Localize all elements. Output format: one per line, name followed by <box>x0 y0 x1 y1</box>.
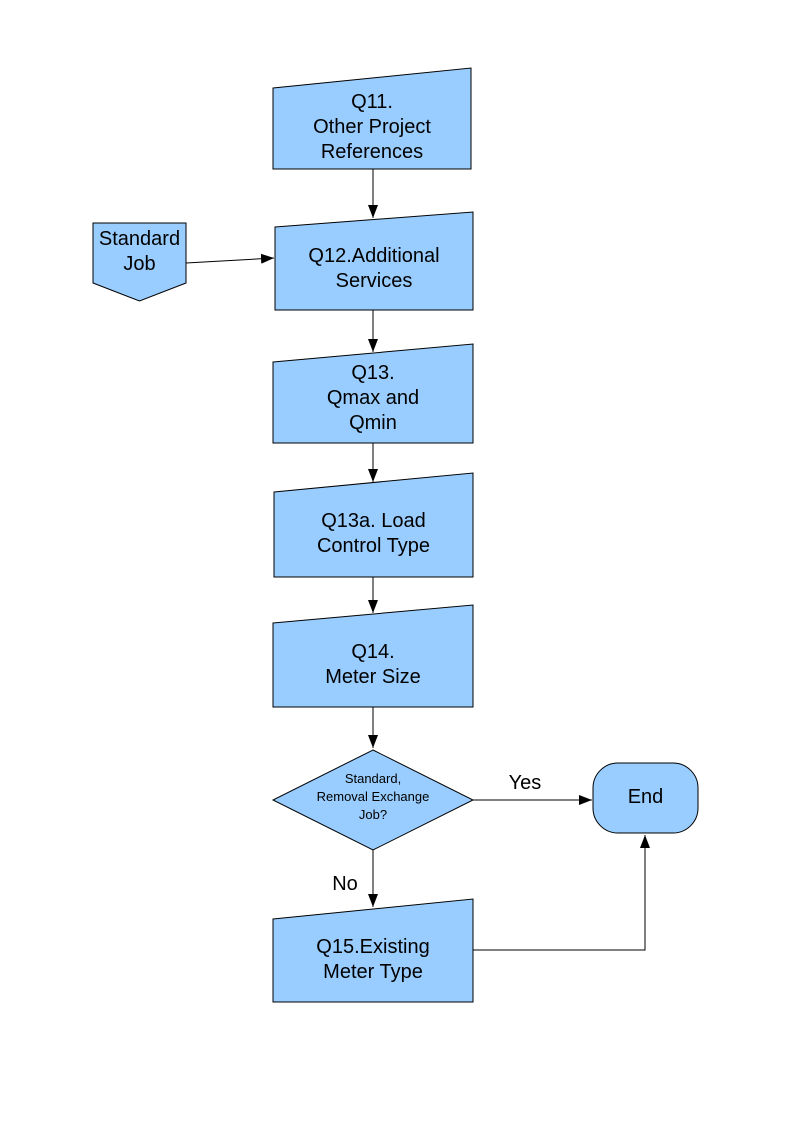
edge-q15-to-end <box>473 835 650 951</box>
q13a-node-shape <box>273 472 474 578</box>
q13-node-shape <box>272 343 474 444</box>
q15-label: Q15.Existing Meter Type <box>316 936 430 983</box>
decision-node-shape <box>271 749 475 851</box>
q15-node-shape <box>272 898 474 1003</box>
edge-standardjob-to-q12 <box>185 253 275 264</box>
standard-job-node-shape <box>92 222 187 302</box>
q11-label: Q11. Other Project References <box>313 91 431 163</box>
q14-node-shape <box>272 604 474 708</box>
yes-edge-label: Yes <box>508 772 542 794</box>
q14-label: Q14. Meter Size <box>325 641 421 688</box>
no-edge-label: No <box>332 873 358 895</box>
decision-label: Standard, Removal Exchange Job? <box>316 771 430 822</box>
q11-node-shape <box>272 67 472 170</box>
q13a-label: Q13a. Load Control Type <box>316 510 431 557</box>
q13-label: Q13. Qmax and Qmin <box>326 362 420 434</box>
q12-node-shape <box>274 211 474 311</box>
end-node-shape <box>592 762 699 834</box>
end-label: End <box>627 786 664 808</box>
q12-label: Q12.Additional Services <box>308 245 440 292</box>
standard-job-label: Standard Job <box>98 228 181 275</box>
